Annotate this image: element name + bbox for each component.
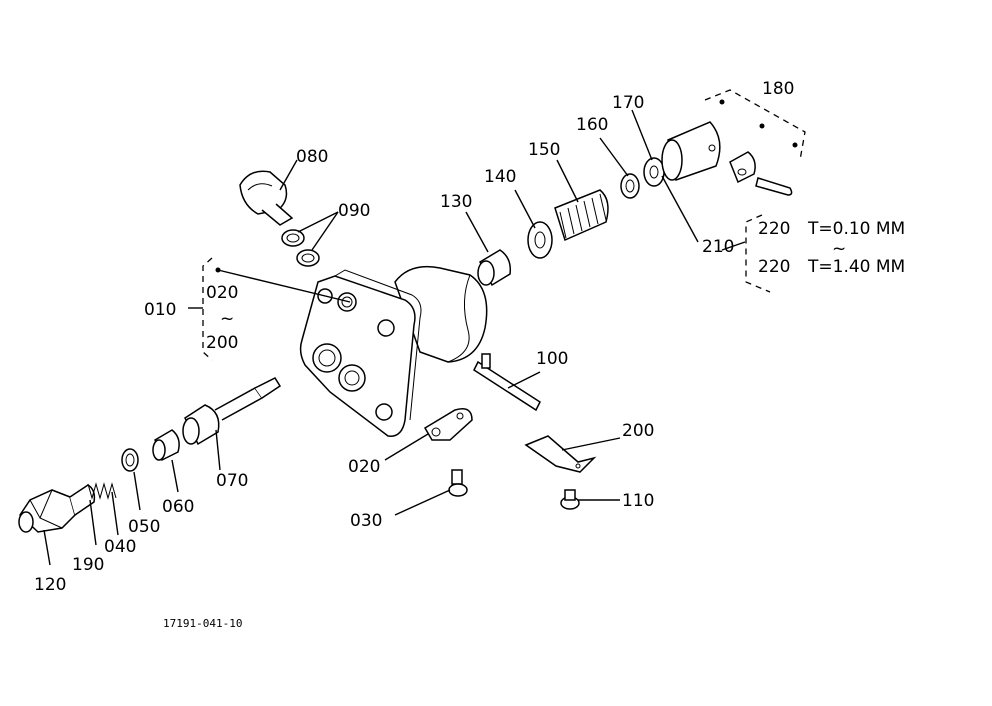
gear-130 — [477, 249, 512, 287]
pin-100 — [473, 353, 541, 412]
label-140: 140 — [484, 167, 516, 187]
spring-150 — [554, 189, 609, 242]
ring-160 — [620, 173, 640, 199]
label-110: 110 — [622, 491, 654, 511]
label-190: 190 — [72, 555, 104, 575]
lever-020 — [423, 408, 473, 441]
pump-body — [299, 265, 488, 437]
label-210: 210 — [702, 237, 734, 257]
shim-170 — [643, 157, 665, 187]
spring-040 — [87, 482, 117, 500]
drawing-code: 17191-041-10 — [163, 617, 242, 630]
label-040: 040 — [104, 537, 136, 557]
group-bracket-180 — [704, 89, 806, 161]
label-090: 090 — [338, 201, 370, 221]
label-220-max: 220 — [758, 257, 790, 277]
label-020: 020 — [348, 457, 380, 477]
sleeve-180 — [661, 121, 793, 196]
label-010: 010 — [144, 300, 176, 320]
label-170: 170 — [612, 93, 644, 113]
collar-140 — [527, 221, 553, 259]
screw-030 — [448, 469, 468, 497]
delivery-holder-120 — [18, 484, 96, 533]
group-bracket-220 — [745, 214, 771, 293]
label-070: 070 — [216, 471, 248, 491]
label-180: 180 — [762, 79, 794, 99]
label-200: 200 — [622, 421, 654, 441]
label-080: 080 — [296, 147, 328, 167]
label-100: 100 — [536, 349, 568, 369]
group-bracket-010 — [202, 257, 221, 361]
range-tilde-220: ~ — [832, 239, 846, 259]
label-160: 160 — [576, 115, 608, 135]
range-tilde-010: ~ — [220, 309, 234, 329]
label-030: 030 — [350, 511, 382, 531]
label-020-range-start: 020 — [206, 283, 238, 303]
label-050: 050 — [128, 517, 160, 537]
stopper-110 — [560, 489, 580, 510]
washers-090 — [281, 229, 320, 267]
label-120: 120 — [34, 575, 66, 595]
shim-thickness-max: T=1.40 MM — [807, 257, 905, 277]
label-200-range-end: 200 — [206, 333, 238, 353]
part-labels: 080 090 010 020 ~ 200 130 140 150 160 17… — [34, 79, 905, 630]
label-060: 060 — [162, 497, 194, 517]
label-130: 130 — [440, 192, 472, 212]
plunger-070 — [182, 377, 282, 446]
plate-200 — [524, 435, 597, 473]
label-150: 150 — [528, 140, 560, 160]
washer-050 — [121, 448, 139, 472]
shim-thickness-min: T=0.10 MM — [807, 219, 905, 239]
leader-lines — [43, 109, 746, 566]
valve-060 — [152, 429, 180, 462]
label-220-min: 220 — [758, 219, 790, 239]
banjo-080 — [239, 170, 294, 226]
